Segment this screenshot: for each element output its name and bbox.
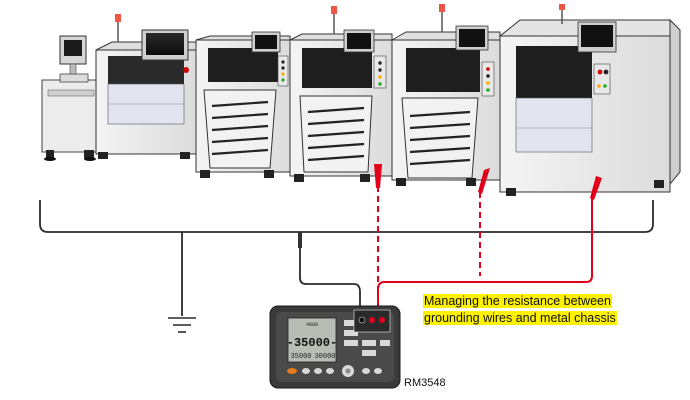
display-sub-right-value: 30000 xyxy=(314,353,335,361)
rm3548-instrument xyxy=(269,305,401,389)
caption-line-1: Managing the resistance between xyxy=(423,294,612,308)
machine-mounter-1 xyxy=(195,31,291,178)
red-dashed-leads xyxy=(377,186,481,314)
display-main-value: -35000- xyxy=(287,336,337,350)
power-button-icon xyxy=(287,368,297,374)
machine-mounter-3 xyxy=(390,4,501,186)
grounding-bus xyxy=(39,200,654,316)
display-top-value: 4000 xyxy=(306,322,318,328)
caption-line-2: grounding wires and metal chassis xyxy=(423,311,617,325)
machine-reflow xyxy=(498,4,681,196)
black-probe-clip-icon xyxy=(298,232,302,248)
display-sub-left-value: 35000 xyxy=(290,353,311,361)
black-test-lead xyxy=(298,232,361,314)
machine-mounter-2 xyxy=(289,6,393,182)
test-probe-icon xyxy=(374,164,602,200)
device-model-label: RM3548 xyxy=(404,377,446,389)
measurement-caption: Managing the resistance between groundin… xyxy=(423,293,683,327)
ground-symbol-icon xyxy=(168,317,196,333)
machine-printer xyxy=(95,14,201,159)
red-test-lead xyxy=(377,198,593,314)
machine-console xyxy=(41,35,101,161)
